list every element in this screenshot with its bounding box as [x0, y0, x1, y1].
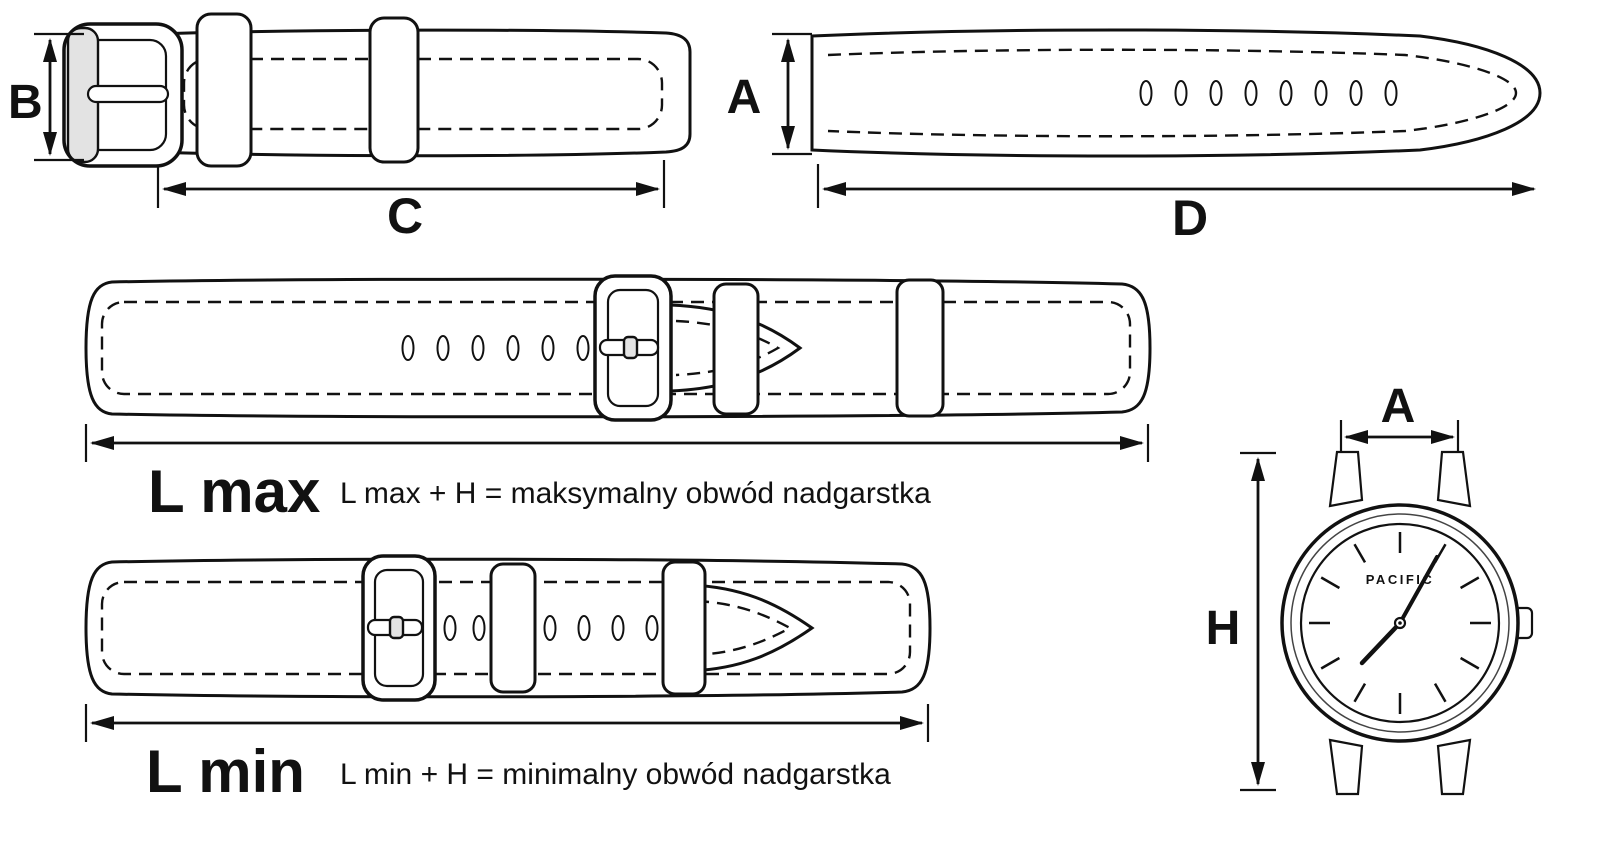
strap-hole — [541, 335, 555, 361]
lug — [1436, 738, 1472, 796]
strap-hole — [1314, 80, 1328, 106]
watch-drawing: PACIFIC — [1280, 450, 1534, 796]
dimension-a-label: A — [727, 71, 762, 124]
dimension-b: B — [8, 32, 84, 162]
strap-tip-stitch — [695, 599, 793, 657]
strap-hole — [1279, 80, 1293, 106]
dimension-d-label: D — [1172, 190, 1208, 246]
buckle — [593, 274, 673, 422]
strap-hole — [611, 615, 625, 641]
strap-hole — [471, 335, 485, 361]
strap-holes — [443, 615, 659, 641]
strap-hole — [436, 335, 450, 361]
strap-holes — [401, 335, 590, 361]
strap-holes — [1139, 80, 1398, 106]
buckle — [62, 22, 184, 168]
dimension-lmax: L max L max + H = maksymalny obwód nadga… — [84, 424, 1150, 525]
stitch-line — [182, 57, 664, 131]
strap-hole — [1349, 80, 1363, 106]
keeper-loop — [661, 560, 707, 696]
strap-hole — [1384, 80, 1398, 106]
strap-hole — [1209, 80, 1223, 106]
strap-hole — [577, 615, 591, 641]
strap-hole — [1244, 80, 1258, 106]
keeper-loop — [712, 282, 760, 416]
watch-hands — [1359, 555, 1439, 666]
buckle-strap-piece — [62, 12, 692, 168]
strap-hole — [443, 615, 457, 641]
buckle-prong — [86, 84, 170, 104]
strap-hole — [472, 615, 486, 641]
keeper-loop — [368, 16, 420, 164]
lug — [1328, 738, 1364, 796]
dimension-d: D — [816, 164, 1536, 246]
buckle — [361, 554, 437, 702]
lug — [1328, 450, 1364, 508]
strap-hole — [645, 615, 659, 641]
strap-hole — [401, 335, 415, 361]
dimension-c-label: C — [387, 188, 423, 244]
dimension-b-label: B — [8, 76, 43, 129]
keeper-loop — [489, 562, 537, 694]
dimension-a-tail: A — [727, 32, 812, 156]
dimension-h-label: H — [1206, 602, 1241, 655]
dimension-a-watch: A — [1339, 380, 1460, 452]
watch-brand-label: PACIFIC — [1366, 572, 1435, 587]
lmin-label: L min — [146, 738, 305, 805]
watch-lugs — [1328, 450, 1472, 796]
lmin-formula: L min + H = minimalny obwód nadgarstka — [340, 758, 891, 791]
hour-hand — [1359, 620, 1403, 666]
keeper-loop — [195, 12, 253, 168]
stitch-line — [827, 48, 1518, 138]
strap-hole — [506, 335, 520, 361]
watch-hour-markers — [1309, 532, 1491, 714]
strap-hole — [1174, 80, 1188, 106]
dimension-lmin: L min L min + H = minimalny obwód nadgar… — [84, 704, 930, 805]
lug — [1436, 450, 1472, 508]
minute-hand — [1398, 555, 1439, 625]
assembled-strap-lmax — [84, 274, 1152, 422]
dimension-c: C — [156, 160, 666, 244]
dimension-h-watch: H — [1206, 451, 1276, 792]
lmax-label: L max — [148, 458, 320, 525]
keeper-loop — [895, 278, 945, 418]
buckle-knob — [388, 615, 405, 640]
buckle-knob — [622, 335, 639, 360]
strap-hole — [1139, 80, 1153, 106]
dimension-a-watch-label: A — [1381, 380, 1416, 433]
strap-hole — [576, 335, 590, 361]
strap-tip — [688, 583, 815, 673]
lmax-formula: L max + H = maksymalny obwód nadgarstka — [340, 477, 931, 510]
hands-center-dot — [1398, 621, 1402, 625]
tail-strap-piece — [810, 28, 1542, 158]
strap-hole — [543, 615, 557, 641]
assembled-strap-lmin — [84, 554, 932, 702]
